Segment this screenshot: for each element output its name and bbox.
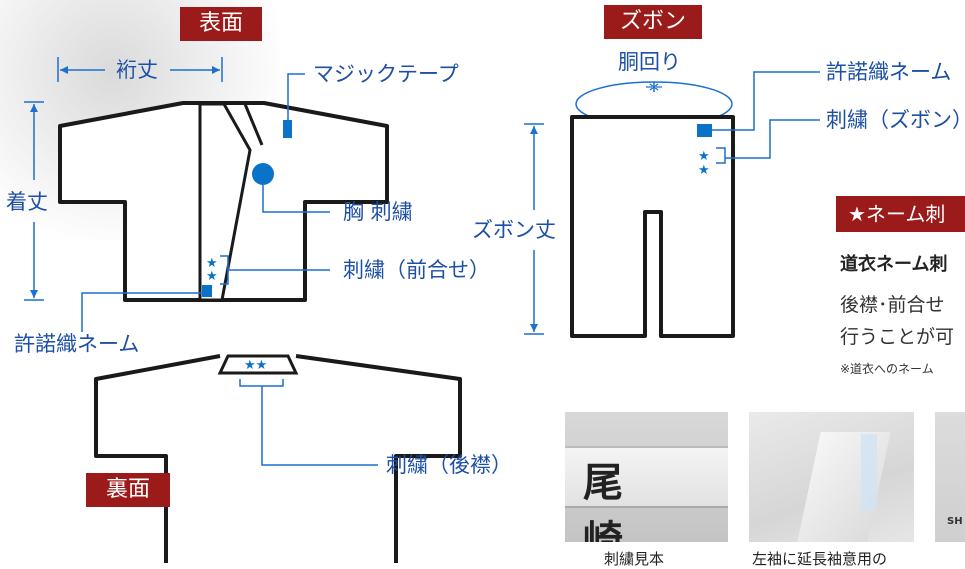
name-section-line2: 行うことが可: [840, 326, 955, 348]
label-logo-text: SH: [947, 516, 963, 527]
front-closure-embroidery-label: 刺繍（前合せ）: [343, 258, 490, 282]
back-tag: 裏面: [86, 473, 170, 507]
sleeve-photo: [749, 412, 914, 542]
pants-outline: [570, 115, 735, 338]
name-section-note: ※道衣へのネーム: [840, 362, 934, 376]
pants-embroidery-label: 刺繍（ズボン）: [826, 108, 965, 132]
magic-tape-label: マジックテープ: [313, 62, 459, 86]
label-photo: SH: [935, 412, 965, 542]
garment-length-label: 着丈: [6, 190, 48, 214]
sample-name-text: 尾 崎: [583, 459, 641, 542]
sleeve-length-label: 裄丈: [116, 58, 158, 82]
magic-tape-mark: [283, 120, 292, 138]
svg-text:★: ★: [698, 149, 710, 164]
front-license-mark: [202, 285, 212, 297]
back-collar-embroidery-label: 刺繍（後襟）: [386, 453, 512, 477]
chest-embroidery-mark: [252, 163, 274, 185]
pants-license-name-label: 許諾織ネーム: [826, 60, 952, 84]
svg-text:★★: ★★: [244, 358, 267, 373]
jacket-back-collar: [217, 354, 299, 375]
chest-embroidery-label: 胸 刺繍: [343, 200, 413, 224]
pants-tag: ズボン: [604, 5, 702, 39]
front-license-name-label: 許諾織ネーム: [14, 332, 140, 356]
name-section-line1: 後襟･前合せ: [840, 294, 945, 316]
name-section-header: ★ネーム刺: [836, 196, 965, 232]
pants-license-mark: [697, 124, 712, 137]
photo1-caption: 刺繍見本: [604, 550, 665, 568]
embroidery-sample-photo: 尾 崎: [565, 412, 728, 542]
svg-text:★: ★: [206, 256, 218, 271]
photo2-caption: 左袖に延長袖意用の: [752, 550, 888, 568]
svg-text:★: ★: [206, 269, 218, 284]
svg-text:★: ★: [698, 163, 710, 178]
name-section-title: 道衣ネーム刺: [840, 254, 948, 275]
waist-label: 胴回り: [618, 50, 681, 74]
pants-length-label: ズボン丈: [472, 218, 556, 242]
front-tag: 表面: [180, 7, 262, 41]
